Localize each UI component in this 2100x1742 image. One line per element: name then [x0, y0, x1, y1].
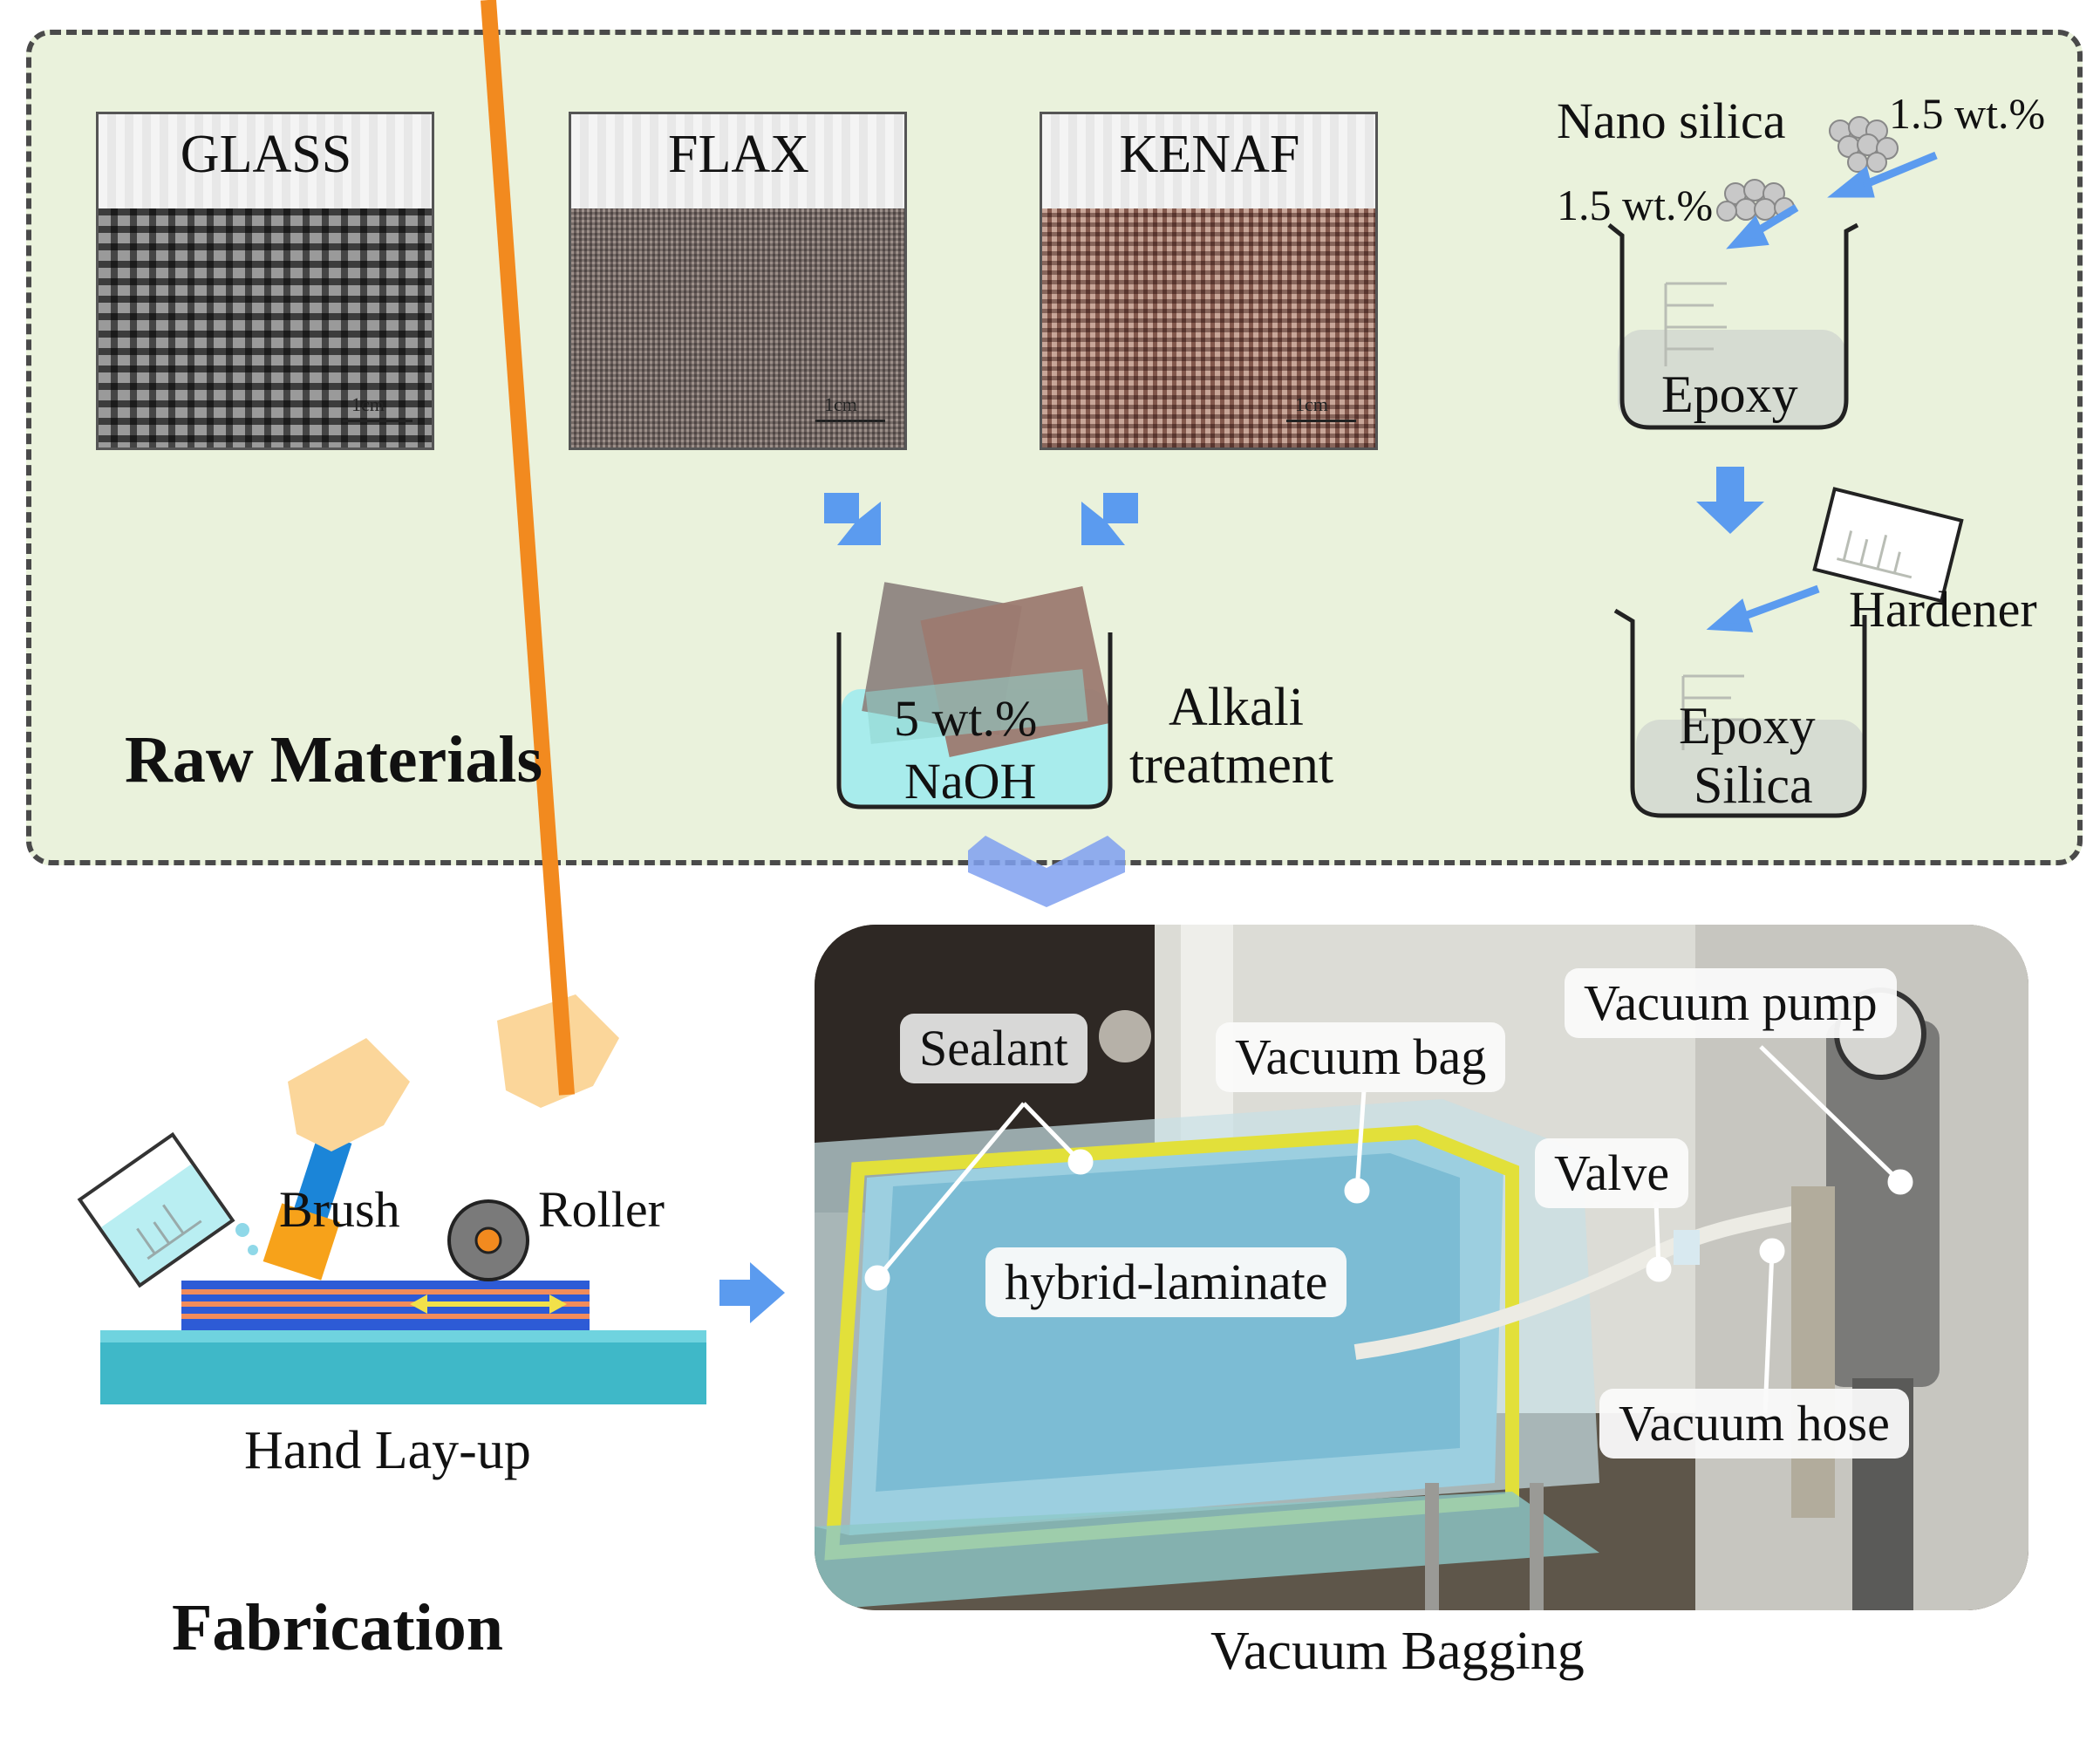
naoh-concentration: 5 wt.% — [894, 690, 1038, 747]
roller-label: Roller — [538, 1181, 665, 1238]
laminate-stack — [181, 1281, 590, 1330]
roller-icon — [447, 0, 575, 1281]
drop-icon — [235, 1223, 249, 1237]
flax-fabric-image: 1cm — [569, 112, 907, 450]
vacuum-bagging-caption: Vacuum Bagging — [1210, 1622, 1585, 1681]
epoxy-silica-line2: Silica — [1694, 756, 1813, 814]
alkali-label: Alkali — [1169, 678, 1304, 737]
brush-label: Brush — [279, 1181, 400, 1238]
epoxy-label: Epoxy — [1661, 365, 1798, 423]
treatment-label: treatment — [1129, 735, 1334, 795]
vacuum-bagging-photo: Sealant Vacuum bag Vacuum pump Valve hyb… — [815, 925, 2028, 1610]
scale-label: 1cm — [351, 393, 385, 415]
glass-fabric-image: 1cm — [96, 112, 434, 450]
silica-amount-b: 1.5 wt.% — [1557, 181, 1714, 229]
scale-bar — [815, 420, 885, 422]
hardener-beaker — [1812, 487, 1964, 604]
arrow-right-icon — [719, 1262, 785, 1323]
silica-particles-icon — [1716, 116, 1899, 222]
scale-bar — [1286, 420, 1356, 422]
sealant-tag: Sealant — [900, 1014, 1088, 1083]
vacuum-hose-tag: Vacuum hose — [1599, 1389, 1909, 1458]
fabric-name-flax: FLAX — [668, 125, 809, 184]
mold-table — [100, 1330, 706, 1404]
nano-silica-label: Nano silica — [1557, 92, 1786, 149]
kenaf-fabric-image: 1cm — [1040, 112, 1378, 450]
hand-layup-caption: Hand Lay-up — [244, 1421, 531, 1480]
vacuum-bag-tag: Vacuum bag — [1216, 1022, 1506, 1092]
drop-icon — [248, 1245, 258, 1255]
fabric-name-kenaf: KENAF — [1119, 125, 1300, 184]
scale-label: 1cm — [824, 393, 857, 415]
hardener-label: Hardener — [1849, 581, 2037, 638]
pouring-beaker — [77, 1131, 235, 1288]
scale-label: 1cm — [1295, 393, 1328, 415]
fabrication-title: Fabrication — [172, 1591, 503, 1664]
arrow-down-icon — [1696, 467, 1764, 534]
naoh-label: NaOH — [904, 753, 1037, 810]
scale-bar — [343, 420, 412, 422]
brush-icon — [262, 1132, 352, 1281]
fabric-name-glass: GLASS — [180, 125, 352, 184]
vacuum-pump-tag: Vacuum pump — [1565, 968, 1897, 1038]
mold-table-highlight — [100, 1330, 706, 1342]
raw-materials-title: Raw Materials — [125, 723, 543, 796]
hybrid-laminate-tag: hybrid-laminate — [985, 1247, 1347, 1317]
chevron-down-icon — [968, 836, 1125, 907]
epoxy-beaker — [1607, 222, 1859, 430]
valve-tag: Valve — [1535, 1138, 1689, 1208]
silica-amount-a: 1.5 wt.% — [1889, 89, 2046, 138]
arrow-icon — [1726, 151, 1938, 249]
arrow-icon — [824, 493, 1138, 545]
epoxy-silica-line1: Epoxy — [1679, 697, 1816, 755]
naoh-bath — [836, 582, 1113, 810]
arrow-icon — [1706, 584, 1820, 632]
epoxy-silica-beaker — [1613, 608, 1867, 818]
